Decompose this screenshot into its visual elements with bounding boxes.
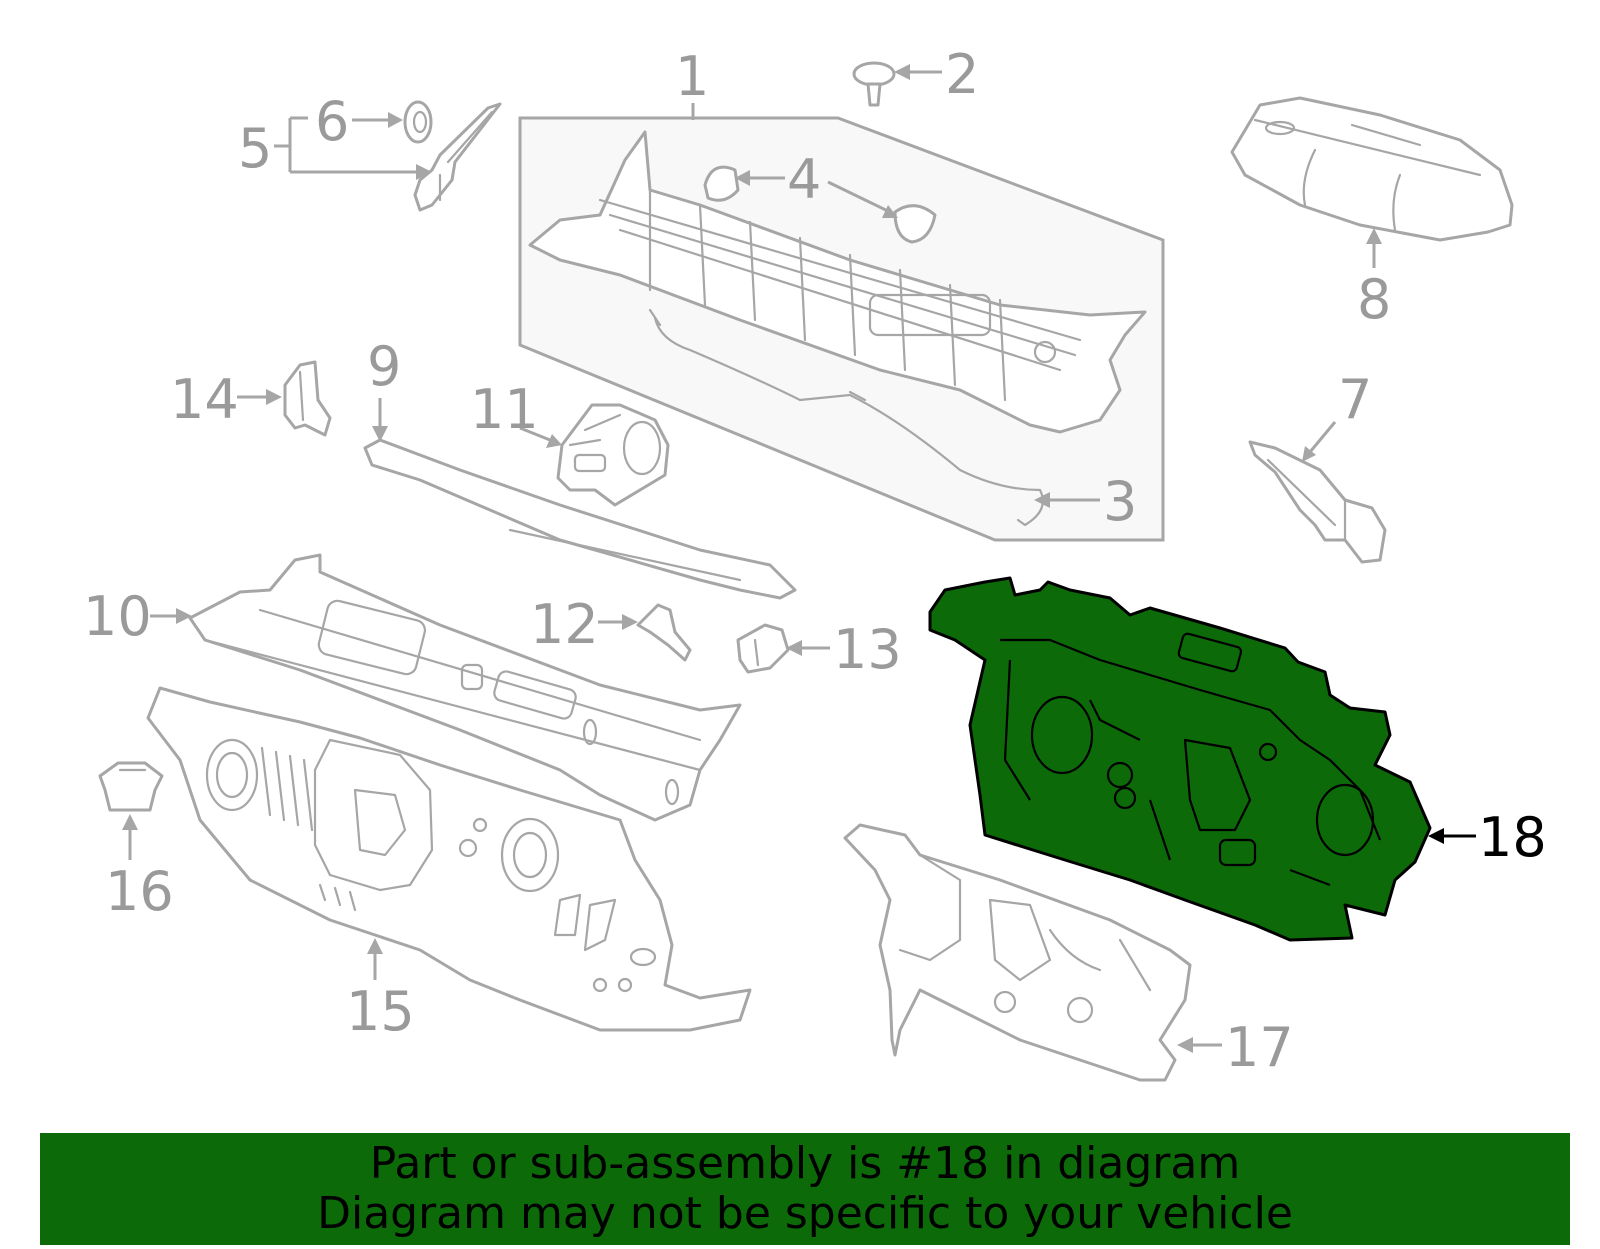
callout-17: 17 <box>1177 1016 1294 1079</box>
callout-18: 18 <box>1428 806 1547 869</box>
part-17-inner-panel[interactable] <box>843 823 1192 1082</box>
part-6-grommet[interactable] <box>403 100 433 144</box>
callout-7: 7 <box>1302 368 1372 462</box>
callout-number-14: 14 <box>170 368 239 431</box>
part-2-clip[interactable] <box>852 61 896 107</box>
callout-number-4: 4 <box>787 148 821 211</box>
callout-number-5: 5 <box>238 117 272 180</box>
part-10-cross-member[interactable] <box>188 553 742 822</box>
part-18-insulator-highlighted[interactable] <box>928 576 1432 942</box>
part-8-cover[interactable] <box>1230 96 1514 242</box>
callout-number-6: 6 <box>315 90 349 153</box>
callout-number-18: 18 <box>1478 806 1547 869</box>
part-14-bracket[interactable] <box>283 360 332 437</box>
part-1-cowl-panel[interactable] <box>518 116 1165 542</box>
callout-8: 8 <box>1357 228 1391 331</box>
callout-number-12: 12 <box>530 593 599 656</box>
callout-number-15: 15 <box>346 980 415 1043</box>
callout-12: 12 <box>530 593 638 656</box>
callout-number-11: 11 <box>470 378 539 441</box>
part-13-clip[interactable] <box>736 623 790 674</box>
callout-number-7: 7 <box>1338 368 1372 431</box>
callout-number-17: 17 <box>1225 1016 1294 1079</box>
callout-4: 4 <box>735 148 898 218</box>
part-15-dash-panel[interactable] <box>146 686 752 1032</box>
callout-10: 10 <box>83 585 192 648</box>
callout-number-2: 2 <box>945 43 979 106</box>
callout-5-6: 5 6 <box>238 90 432 180</box>
callout-number-10: 10 <box>83 585 152 648</box>
banner-line-part-number: Part or sub-assembly is #18 in diagram <box>369 1138 1241 1189</box>
callout-number-13: 13 <box>833 618 902 681</box>
callout-number-9: 9 <box>367 335 401 398</box>
callout-11: 11 <box>470 378 562 448</box>
callout-number-3: 3 <box>1103 470 1137 533</box>
part-5-bracket[interactable] <box>413 102 502 212</box>
callout-2: 2 <box>894 43 979 106</box>
part-7-bracket[interactable] <box>1248 440 1387 564</box>
callout-3: 3 <box>1034 470 1137 533</box>
part-16-clip[interactable] <box>98 761 164 812</box>
banner-line-disclaimer: Diagram may not be specific to your vehi… <box>317 1188 1293 1239</box>
info-banner: Part or sub-assembly is #18 in diagram D… <box>40 1133 1570 1245</box>
callout-number-16: 16 <box>105 860 174 923</box>
part-4-grommets[interactable] <box>703 165 937 244</box>
callout-number-8: 8 <box>1357 268 1391 331</box>
callout-16: 16 <box>105 814 174 923</box>
callout-13: 13 <box>786 618 902 681</box>
callout-15: 15 <box>346 938 415 1043</box>
part-9-seal-strip[interactable] <box>363 438 797 600</box>
part-12-bracket[interactable] <box>636 603 692 662</box>
parts-diagram: 1 2 3 4 <box>83 43 1547 1082</box>
part-11-bracket[interactable] <box>556 403 670 507</box>
callout-number-1: 1 <box>675 45 709 108</box>
callout-9: 9 <box>367 335 401 442</box>
callout-1: 1 <box>675 45 709 120</box>
callout-14: 14 <box>170 368 282 431</box>
